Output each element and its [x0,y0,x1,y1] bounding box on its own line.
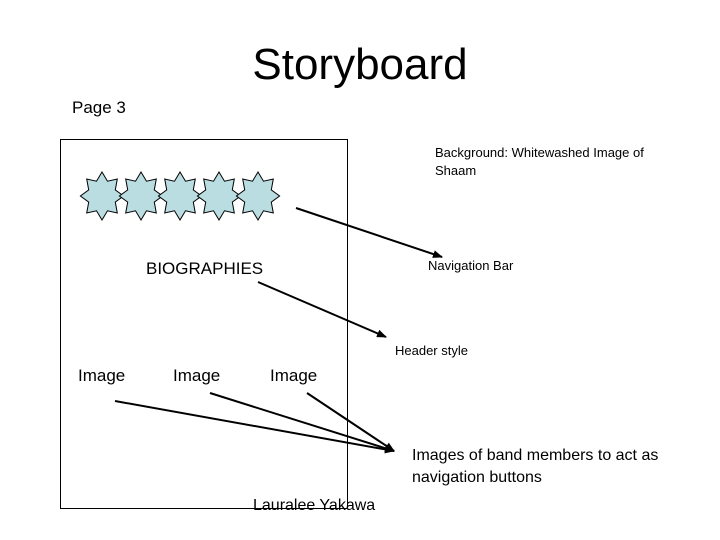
image-button-arrow-2 [209,392,395,453]
background-note: Background: Whitewashed Image of Shaam [435,145,644,178]
image-placeholder-3: Image [270,366,318,385]
image-placeholder-2: Image [173,366,221,385]
nav-star-icon [196,171,242,221]
image-button-arrow-1 [114,400,395,454]
nav-star-icon [235,171,281,221]
image-buttons-note: Images of band members to act as navigat… [412,447,659,486]
page-mockup-frame [60,139,348,509]
navigation-bar-note: Navigation Bar [428,258,514,273]
nav-star-icon [79,171,125,221]
image-placeholder-1: Image [78,366,126,385]
header-style-note: Header style [395,343,468,358]
nav-bar-arrow [295,207,443,258]
navigation-bar-stars [79,171,281,221]
page-label: Page 3 [72,98,126,117]
biographies-heading: BIOGRAPHIES [146,259,264,278]
nav-star-icon [118,171,164,221]
author-name: Lauralee Yakawa [253,497,376,514]
header-style-arrow [257,281,387,338]
nav-star-icon [157,171,203,221]
image-button-arrow-3 [306,392,395,452]
slide-title: Storyboard [252,40,468,89]
